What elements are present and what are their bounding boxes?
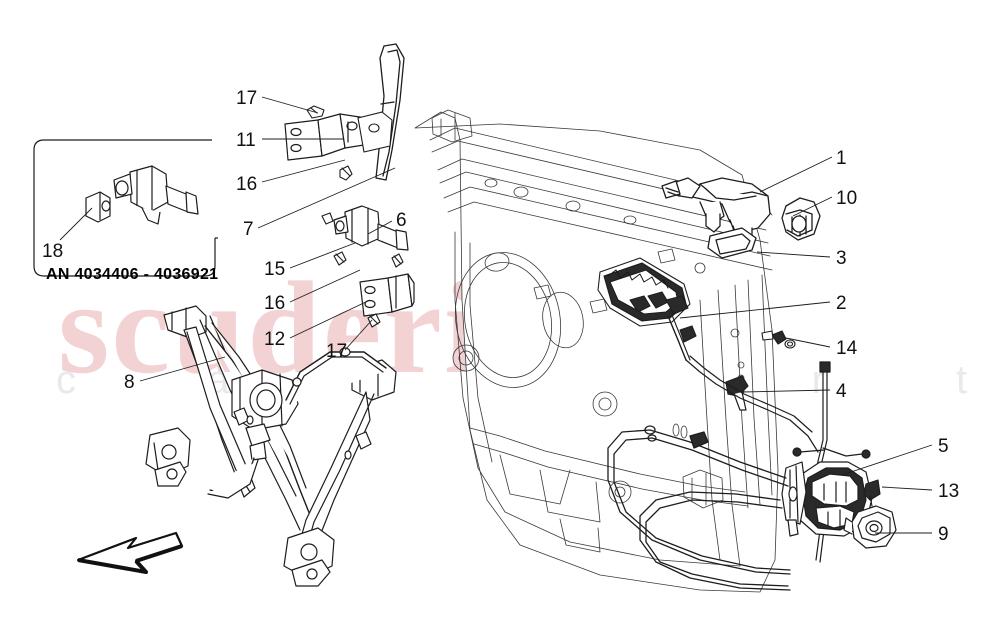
leader-line-16-2 bbox=[261, 159, 346, 183]
leader-line-7-3 bbox=[257, 167, 396, 229]
leader-line-12-7 bbox=[289, 299, 371, 339]
leader-line-15-5 bbox=[289, 242, 356, 269]
leader-line-3-13 bbox=[756, 251, 831, 258]
leader-line-13-18 bbox=[881, 486, 933, 491]
leader-line-17-8 bbox=[344, 319, 373, 351]
leader-line-8-9 bbox=[139, 356, 226, 382]
leader-line-16-6 bbox=[289, 269, 361, 303]
callout-9-19: 9 bbox=[938, 524, 949, 545]
callout-14-15: 14 bbox=[836, 338, 858, 359]
callout-18-10: 18 bbox=[42, 241, 64, 262]
callout-8-9: 8 bbox=[124, 372, 135, 393]
leader-line-18-10 bbox=[59, 207, 93, 241]
leader-line-6-4 bbox=[367, 220, 393, 235]
leader-line-5-17 bbox=[844, 444, 933, 475]
callout-11-1: 11 bbox=[236, 130, 256, 151]
callout-16-2: 16 bbox=[236, 174, 258, 195]
callout-17-0: 17 bbox=[236, 88, 258, 109]
leader-line-1-11 bbox=[759, 156, 833, 193]
callout-7-3: 7 bbox=[243, 219, 254, 240]
callout-13-18: 13 bbox=[938, 481, 960, 502]
callout-6-4: 6 bbox=[396, 210, 407, 231]
leader-line-10-12 bbox=[792, 196, 833, 217]
inset-part-code: AN 4034406 - 4036921 bbox=[46, 266, 219, 283]
callout-1-11: 1 bbox=[836, 148, 847, 169]
callout-15-5: 15 bbox=[264, 259, 286, 280]
callout-3-13: 3 bbox=[836, 248, 847, 269]
callout-10-12: 10 bbox=[836, 188, 858, 209]
leader-line-2-14 bbox=[679, 301, 831, 319]
callout-12-7: 12 bbox=[264, 329, 286, 350]
leader-line-17-0 bbox=[261, 96, 319, 114]
callout-16-6: 16 bbox=[264, 293, 286, 314]
callout-5-17: 5 bbox=[938, 436, 949, 457]
leader-line-14-15 bbox=[785, 337, 831, 348]
leader-line-4-16 bbox=[741, 389, 831, 393]
callout-17-8: 17 bbox=[326, 341, 348, 362]
callout-2-14: 2 bbox=[836, 293, 847, 314]
callout-4-16: 4 bbox=[836, 381, 847, 402]
